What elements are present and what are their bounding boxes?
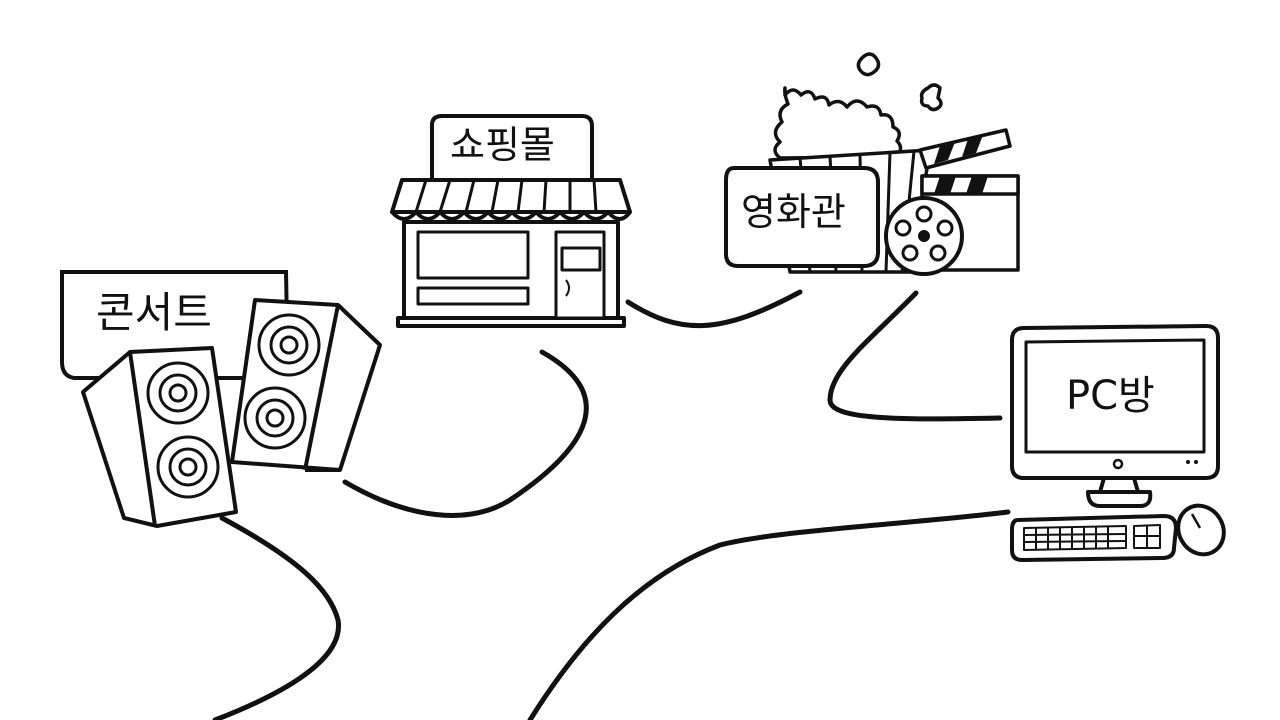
road-concert-shop bbox=[342, 349, 589, 518]
clapperboard-icon bbox=[918, 128, 1020, 272]
film-reel-icon bbox=[884, 196, 964, 276]
road-shop-cinema bbox=[625, 289, 803, 328]
road-pc-bottom bbox=[527, 509, 1011, 720]
cinema-label: 영화관 bbox=[741, 190, 846, 234]
shopping-mall-label: 쇼핑몰 bbox=[450, 123, 555, 167]
pc-room-label: PC방 bbox=[1066, 373, 1155, 419]
speaker-icon bbox=[230, 298, 382, 472]
mouse-icon bbox=[1176, 503, 1226, 557]
cinema-sign bbox=[724, 166, 880, 268]
speaker-icon bbox=[81, 346, 238, 528]
computer-monitor-icon bbox=[1010, 324, 1220, 508]
road-cinema-pc bbox=[827, 290, 1003, 422]
road-concert-left bbox=[212, 515, 341, 720]
shop-building-icon bbox=[390, 114, 632, 328]
keyboard-icon bbox=[1010, 514, 1178, 562]
concert-label: 콘서트 bbox=[96, 288, 212, 337]
